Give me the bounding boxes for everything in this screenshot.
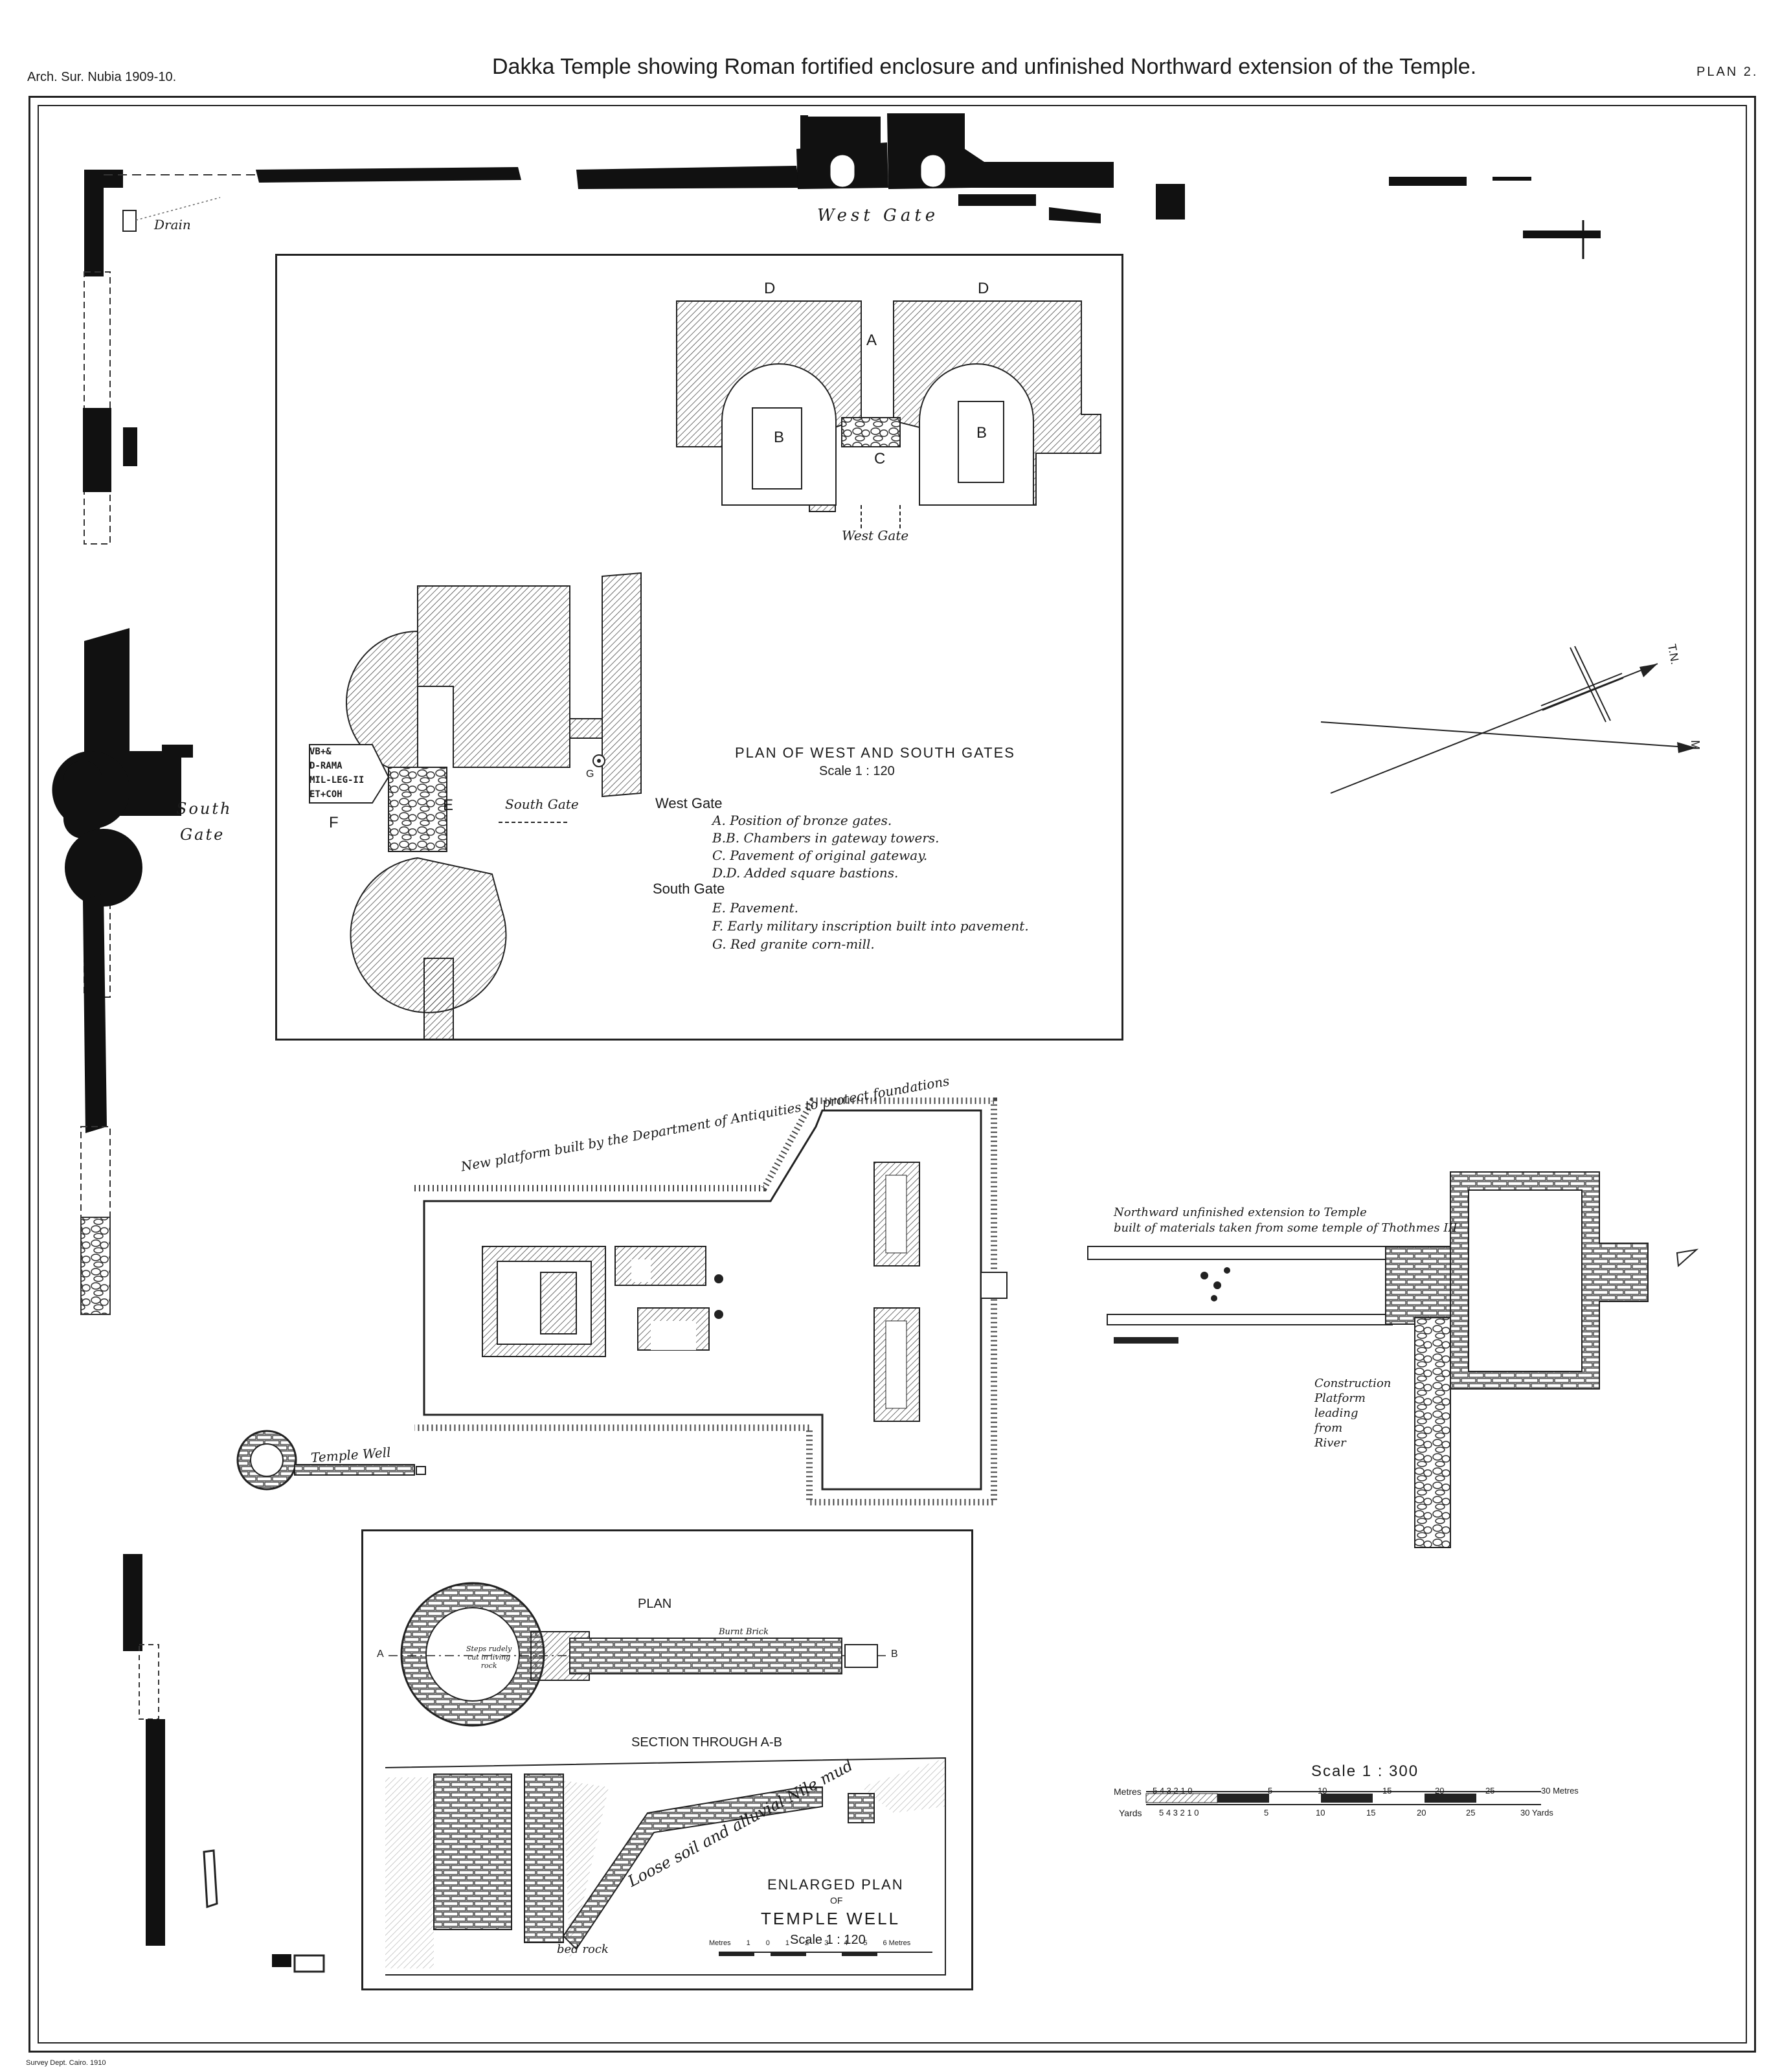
inscription-line: MIL-LEG-II (310, 775, 365, 785)
mark-e: E (443, 796, 454, 814)
extension-note-2: built of materials taken from some templ… (1114, 1221, 1458, 1235)
metres-tick: 20 (1435, 1786, 1445, 1796)
well-scale-tick: 3 (824, 1939, 829, 1947)
mark-b-right: B (976, 424, 987, 442)
metres-tick: 5 4 3 2 1 0 (1153, 1786, 1193, 1796)
bed-rock-label: bed rock (557, 1942, 609, 1956)
yards-tick: 20 (1417, 1808, 1426, 1818)
legend-item: B.B. Chambers in gateway towers. (712, 830, 940, 846)
well-scale-tick: 2 (805, 1939, 809, 1947)
well-scale-tick: 1 (746, 1939, 750, 1947)
scale-title: Scale 1 : 300 (1311, 1762, 1419, 1780)
construction-line: Platform (1314, 1391, 1366, 1405)
legend-item: A. Position of bronze gates. (712, 813, 892, 828)
page-title: Dakka Temple showing Roman fortified enc… (492, 54, 1477, 79)
point-a: A (377, 1649, 384, 1660)
legend-item: F. Early military inscription built into… (712, 918, 1029, 934)
outer-frame (28, 96, 1756, 2053)
plan-number: PLAN 2. (1696, 65, 1759, 79)
mark-g: G (586, 769, 594, 780)
drain-label: Drain (154, 217, 191, 232)
mark-a: A (866, 332, 877, 349)
well-scale-tick: 6 Metres (883, 1939, 911, 1947)
mark-b-left: B (774, 429, 785, 446)
mark-d-right: D (978, 280, 989, 297)
well-title-2: OF (830, 1895, 843, 1906)
mark-c: C (874, 450, 886, 467)
inscription-line: ET+COH (310, 789, 343, 800)
construction-line: River (1314, 1436, 1346, 1450)
mark-f: F (329, 814, 339, 831)
yards-tick: 5 4 3 2 1 0 (1159, 1808, 1199, 1818)
yards-tick: 25 (1466, 1808, 1476, 1818)
point-b: B (891, 1649, 898, 1660)
steps-note-line: rock (480, 1661, 497, 1670)
construction-line: from (1314, 1421, 1343, 1435)
burnt-brick-label: Burnt Brick (719, 1627, 769, 1637)
yards-tick: 15 (1366, 1808, 1376, 1818)
well-scale-tick: 1 (785, 1939, 789, 1947)
well-scale-unit: Metres (709, 1939, 731, 1947)
well-plan-label: PLAN (638, 1597, 672, 1611)
well-scale-tick: 4 (844, 1939, 848, 1947)
inscription-line: D-RAMA (310, 761, 343, 771)
metres-label: Metres (1114, 1786, 1142, 1797)
west-gate-label: West Gate (817, 206, 940, 225)
metres-tick: 15 (1382, 1786, 1392, 1796)
inscription: VB+& D-RAMA MIL-LEG-II ET+COH (310, 745, 374, 802)
well-scale: Scale 1 : 120 (790, 1933, 866, 1947)
legend-item: E. Pavement. (712, 900, 799, 916)
west-gate-plan-label: West Gate (842, 528, 909, 543)
metres-tick: 25 (1485, 1786, 1495, 1796)
metres-tick: 5 (1268, 1786, 1273, 1796)
well-scale-tick: 0 (765, 1939, 770, 1947)
yards-tick: 30 Yards (1520, 1808, 1553, 1818)
metres-tick: 30 Metres (1541, 1786, 1579, 1796)
mark-d-left: D (764, 280, 776, 297)
gates-plan-title: PLAN OF WEST AND SOUTH GATES (735, 745, 1015, 761)
steps-note-line: cut in living (468, 1653, 511, 1661)
metres-tick: 10 (1318, 1786, 1327, 1796)
construction-line: leading (1314, 1406, 1358, 1420)
well-scale-tick: 5 (863, 1939, 868, 1947)
construction-note: Construction Platform leading from River (1314, 1376, 1391, 1450)
legend-west-heading: West Gate (655, 795, 723, 811)
yards-label: Yards (1119, 1808, 1142, 1818)
legend-item: D.D. Added square bastions. (712, 865, 899, 881)
extension-note-1: Northward unfinished extension to Temple (1114, 1206, 1367, 1219)
legend-item: G. Red granite corn-mill. (712, 936, 875, 952)
south-gate-label-1: South (176, 800, 232, 818)
well-title-3: TEMPLE WELL (761, 1909, 901, 1928)
well-scale-ticks: Metres 1 0 1 2 3 4 5 6 Metres (709, 1939, 968, 1947)
south-gate-label-2: Gate (180, 826, 225, 844)
construction-line: Construction (1314, 1377, 1391, 1390)
south-gate-plan-label: South Gate (505, 796, 579, 812)
header-left: Arch. Sur. Nubia 1909-10. (27, 70, 177, 84)
gates-plan-scale: Scale 1 : 120 (819, 764, 895, 778)
steps-note: Steps rudely cut in living rock (466, 1645, 512, 1670)
yards-tick: 10 (1316, 1808, 1325, 1818)
legend-item: C. Pavement of original gateway. (712, 848, 928, 863)
legend-south-heading: South Gate (653, 881, 725, 897)
footer-credit: Survey Dept. Cairo. 1910 (26, 2059, 106, 2067)
inscription-line: VB+& (310, 747, 332, 757)
section-label: SECTION THROUGH A-B (631, 1735, 782, 1750)
steps-note-line: Steps rudely (466, 1645, 512, 1653)
inner-frame (38, 105, 1747, 2044)
well-title-1: ENLARGED PLAN (767, 1876, 904, 1893)
yards-tick: 5 (1264, 1808, 1269, 1818)
